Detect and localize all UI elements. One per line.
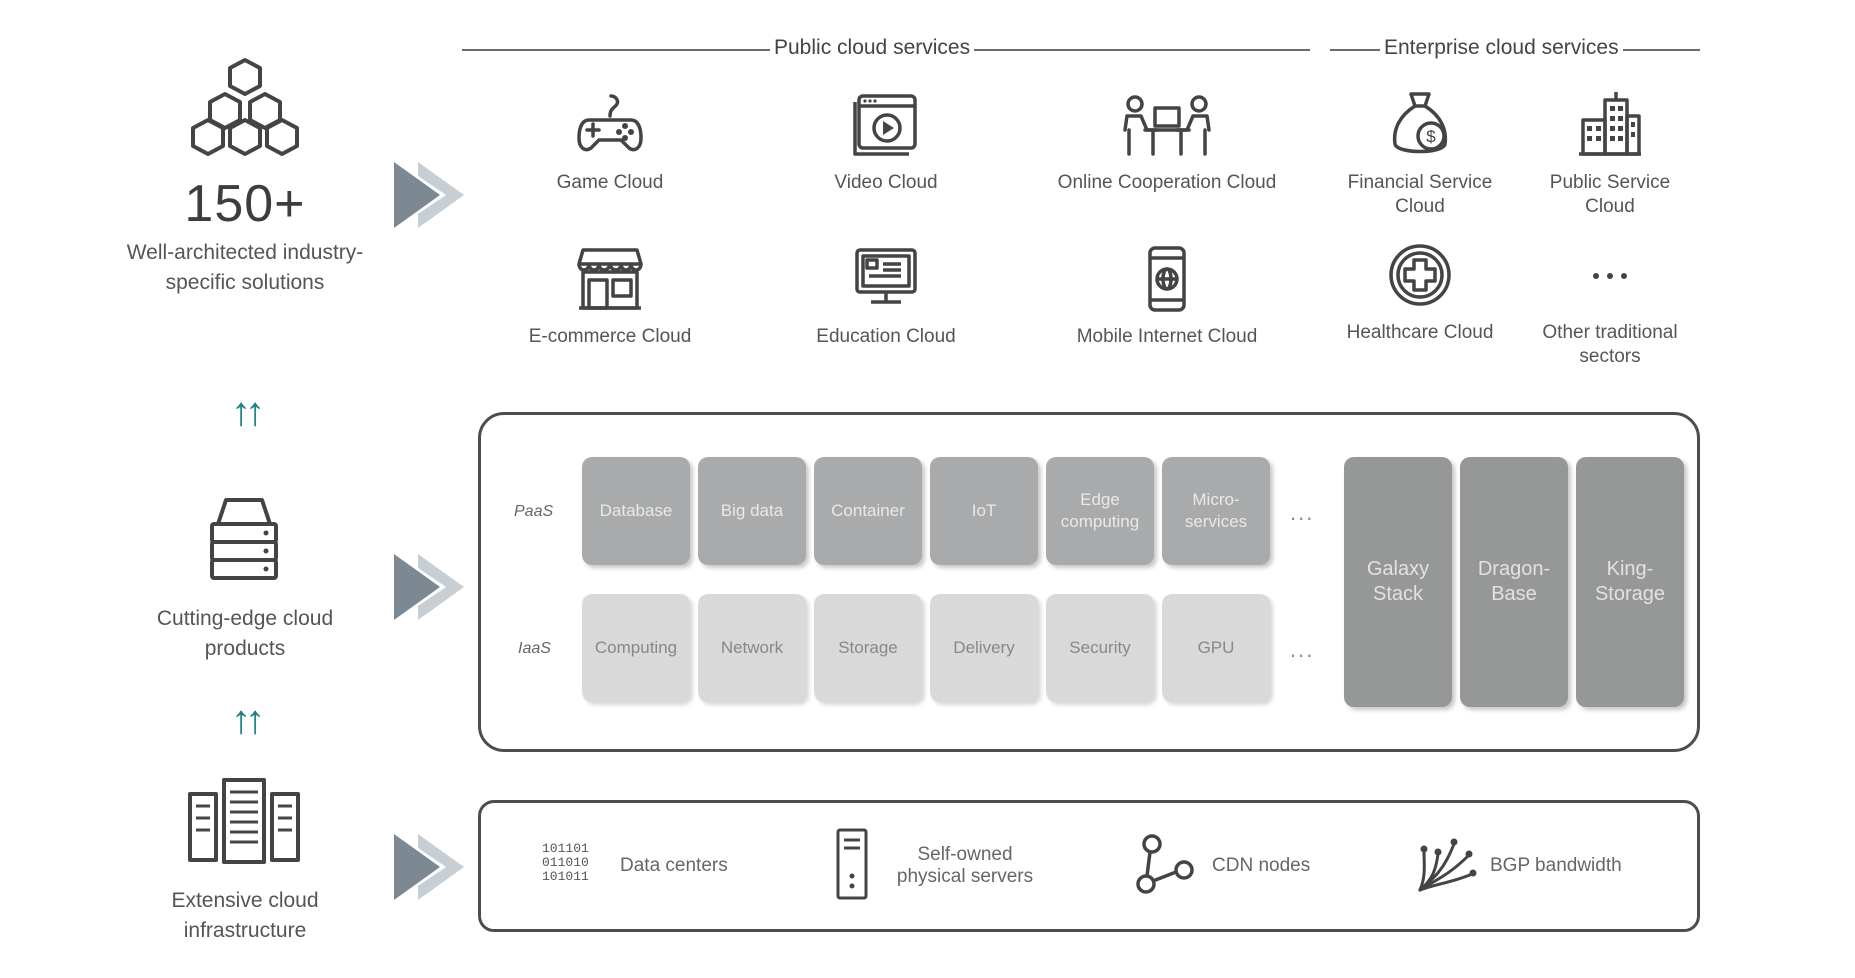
paas-tile-database: Database xyxy=(582,457,690,565)
iaas-tile-delivery: Delivery xyxy=(930,594,1038,702)
service-label: Healthcare Cloud xyxy=(1346,322,1494,343)
iaas-tile-security: Security xyxy=(1046,594,1154,702)
infra-bgp-bandwidth: BGP bandwidth xyxy=(1490,855,1622,876)
database-server-icon xyxy=(210,498,278,580)
paas-tile-micro-services: Micro-services xyxy=(1162,457,1270,565)
service-education-cloud: Education Cloud xyxy=(776,244,996,349)
iaas-label: IaaS xyxy=(518,640,551,657)
chevron-right-icon xyxy=(394,554,464,620)
chevron-right-icon xyxy=(394,834,464,900)
network-nodes-icon xyxy=(1136,834,1194,894)
service-label: Video Cloud xyxy=(834,172,938,193)
bandwidth-icon xyxy=(1418,838,1477,892)
solutions-count: 150+ xyxy=(184,175,306,233)
stack-tile-king-storage: King-Storage xyxy=(1576,457,1684,707)
meeting-icon xyxy=(1123,95,1211,156)
service-financial-service-cloud: $ Financial Service Cloud xyxy=(1330,90,1510,219)
storefront-icon xyxy=(577,248,643,310)
service-game-cloud: Game Cloud xyxy=(500,90,720,195)
monitor-icon xyxy=(855,248,917,304)
chevron-right-icon xyxy=(394,162,464,228)
money-bag-icon: $ xyxy=(1392,92,1448,154)
video-icon xyxy=(853,94,917,156)
server-tower-icon xyxy=(836,828,868,900)
medical-cross-icon xyxy=(1389,244,1451,306)
service-label: Online Cooperation Cloud xyxy=(1057,172,1277,193)
infra-data-centers: Data centers xyxy=(620,855,728,876)
service-label: Education Cloud xyxy=(816,326,956,347)
paas-tile-iot: IoT xyxy=(930,457,1038,565)
service-label: Mobile Internet Cloud xyxy=(1076,326,1258,347)
binary-icon: 101101 011010 101011 xyxy=(542,841,589,884)
public-cloud-header: Public cloud services xyxy=(770,36,975,60)
up-arrows-icon: ↑↑ xyxy=(231,390,265,434)
enterprise-cloud-header: Enterprise cloud services xyxy=(1380,36,1623,60)
service-healthcare-cloud: Healthcare Cloud xyxy=(1330,240,1510,345)
service-label: Other traditional sectors xyxy=(1542,322,1678,367)
infra-physical-servers: Self-owned physical servers xyxy=(896,844,1034,887)
iaas-tile-storage: Storage xyxy=(814,594,922,702)
paas-tile-container: Container xyxy=(814,457,922,565)
service-public-service-cloud: Public Service Cloud xyxy=(1530,90,1690,219)
service-online-cooperation-cloud: Online Cooperation Cloud xyxy=(1052,90,1282,195)
service-ecommerce-cloud: E-commerce Cloud xyxy=(500,244,720,349)
service-other-traditional-sectors: Other traditional sectors xyxy=(1530,240,1690,369)
gamepad-icon xyxy=(577,94,643,152)
iaas-tile-computing: Computing xyxy=(582,594,690,702)
datacenter-racks-icon xyxy=(188,778,300,864)
infra-cdn-nodes: CDN nodes xyxy=(1212,855,1311,876)
service-label: Game Cloud xyxy=(556,172,664,193)
buildings-icon xyxy=(1579,92,1641,156)
service-label: E-commerce Cloud xyxy=(528,326,692,347)
iaas-tile-gpu: GPU xyxy=(1162,594,1270,702)
paas-label: PaaS xyxy=(514,503,554,520)
service-video-cloud: Video Cloud xyxy=(776,90,996,195)
service-label: Financial Service Cloud xyxy=(1347,172,1493,217)
products-description: Cutting-edge cloud products xyxy=(156,607,334,660)
paas-tile-big-data: Big data xyxy=(698,457,806,565)
infrastructure-description: Extensive cloud infrastructure xyxy=(171,889,319,942)
iaas-tile-network: Network xyxy=(698,594,806,702)
cloud-products-box xyxy=(478,412,1700,752)
solutions-description: Well-architected industry- specific solu… xyxy=(126,241,364,294)
service-label: Public Service Cloud xyxy=(1549,172,1671,217)
iaas-more: ... xyxy=(1290,637,1315,662)
ellipsis-icon xyxy=(1593,273,1627,279)
paas-more: ... xyxy=(1290,500,1315,525)
service-mobile-internet-cloud: Mobile Internet Cloud xyxy=(1052,244,1282,349)
cubes-icon xyxy=(191,58,299,156)
up-arrows-icon: ↑↑ xyxy=(231,698,265,742)
svg-text:$: $ xyxy=(1426,127,1436,146)
stack-tile-dragon-base: Dragon-Base xyxy=(1460,457,1568,707)
phone-icon xyxy=(1148,246,1186,312)
infrastructure-box xyxy=(478,800,1700,932)
